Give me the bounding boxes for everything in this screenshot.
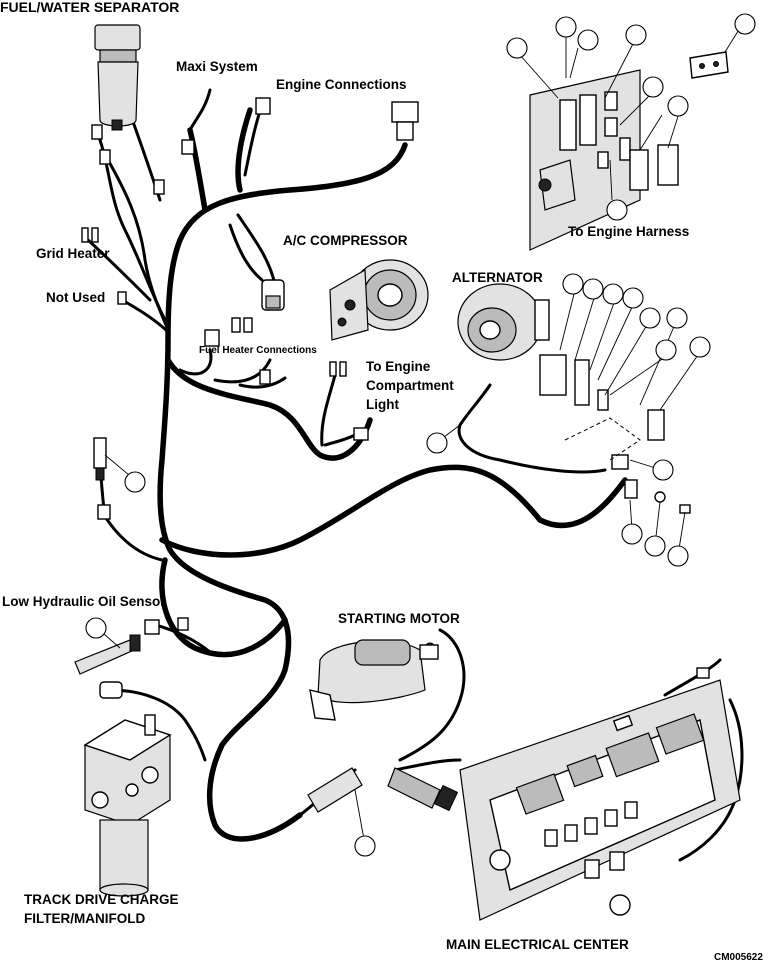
- fuel-heater-connectors: [204, 279, 285, 385]
- label-not-used: Not Used: [46, 290, 105, 305]
- callout-circle: [506, 37, 528, 59]
- label-to-engine-harness: To Engine Harness: [568, 224, 689, 239]
- label-track-drive-charge-2: FILTER/MANIFOLD: [24, 911, 145, 926]
- engine-compartment-light-connectors: [329, 361, 369, 441]
- callout-circle: [655, 339, 677, 361]
- callout-circle: [667, 95, 689, 117]
- inline-connector-pair: [307, 767, 459, 813]
- engine-harness-panel: [529, 51, 729, 251]
- main-harness: [157, 107, 628, 842]
- label-engine-connections: Engine Connections: [276, 77, 407, 92]
- track-drive-charge-filter-manifold: [83, 681, 172, 897]
- fuel-water-separator: [91, 24, 141, 165]
- label-to-engine-compartment-light-1: To Engine: [366, 359, 431, 374]
- main-electrical-center: [459, 667, 741, 921]
- callout-circle: [642, 76, 664, 98]
- ac-compressor: [329, 259, 429, 341]
- callout-circle: [621, 523, 643, 545]
- callout-circle: [734, 13, 756, 35]
- callout-circle: [582, 278, 604, 300]
- callout-circle: [644, 535, 666, 557]
- callout-circle: [577, 29, 599, 51]
- engine-connection-connectors: [153, 97, 419, 195]
- label-fuel-water-separator: FUEL/WATER SEPARATOR: [0, 0, 179, 15]
- starting-motor: [309, 639, 439, 721]
- callout-circle: [666, 307, 688, 329]
- label-ac-compressor: A/C COMPRESSOR: [283, 233, 408, 248]
- callout-circle: [602, 283, 624, 305]
- alternator: [457, 283, 691, 514]
- callout-circle: [606, 199, 628, 221]
- grid-heater-terminals: [81, 227, 127, 305]
- callout-circle: [689, 336, 711, 358]
- callout-circle: [622, 287, 644, 309]
- figure-id: CM005622: [714, 952, 763, 962]
- callout-circle: [354, 835, 376, 857]
- callout-circle: [555, 16, 577, 38]
- callout-circle: [124, 471, 146, 493]
- callout-circle: [85, 617, 107, 639]
- label-fuel-heater-connections: Fuel Heater Connections: [199, 345, 317, 356]
- label-main-electrical-center: MAIN ELECTRICAL CENTER: [446, 937, 629, 952]
- callout-circle: [426, 432, 448, 454]
- label-grid-heater: Grid Heater: [36, 246, 110, 261]
- label-low-hydraulic-oil-sensor: Low Hydraulic Oil Sensor: [2, 594, 166, 609]
- label-alternator: ALTERNATOR: [452, 270, 543, 285]
- label-starting-motor: STARTING MOTOR: [338, 611, 460, 626]
- label-track-drive-charge-1: TRACK DRIVE CHARGE: [24, 892, 179, 907]
- callout-circles: [85, 13, 756, 857]
- callout-circle: [639, 307, 661, 329]
- label-to-engine-compartment-light-2: Compartment: [366, 378, 454, 393]
- sensor-switch: [93, 437, 111, 520]
- low-hydraulic-oil-sensor: [74, 617, 189, 675]
- label-maxi-system: Maxi System: [176, 59, 258, 74]
- label-to-engine-compartment-light-3: Light: [366, 397, 399, 412]
- callout-circle: [652, 459, 674, 481]
- callout-circle: [667, 545, 689, 567]
- callout-circle: [562, 273, 584, 295]
- callout-circle: [625, 24, 647, 46]
